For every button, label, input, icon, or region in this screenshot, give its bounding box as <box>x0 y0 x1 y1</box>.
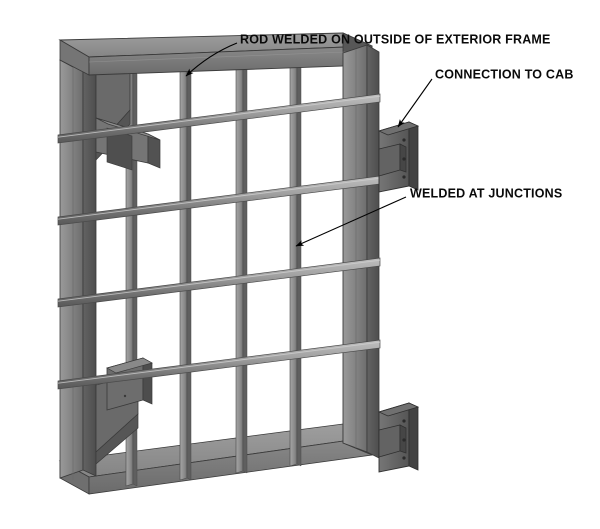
grate-assembly <box>57 32 420 495</box>
bracket-cab-lower[interactable] <box>377 402 420 473</box>
horizontal-rod-1 <box>57 93 381 144</box>
label-connection-to-cab: CONNECTION TO CAB <box>435 67 574 81</box>
label-rod-welded: ROD WELDED ON OUTSIDE OF EXTERIOR FRAME <box>240 32 551 46</box>
leader-line-rod-welded <box>185 42 238 77</box>
gusset-upper-left <box>95 61 161 171</box>
horizontal-rod-2 <box>57 175 381 226</box>
horizontal-rod-4 <box>57 339 381 390</box>
annotation-connection-to-cab: CONNECTION TO CAB <box>397 67 574 128</box>
bracket-cab-upper[interactable] <box>377 121 420 193</box>
leader-line-connection-to-cab <box>397 78 433 128</box>
annotation-rod-welded: ROD WELDED ON OUTSIDE OF EXTERIOR FRAME <box>185 32 551 77</box>
frame-top-rail <box>58 32 373 76</box>
horizontal-rod-3 <box>57 257 381 308</box>
leader-line-welded-at-junctions <box>295 196 407 247</box>
gusset-lower-left <box>95 357 153 465</box>
annotation-layer: ROD WELDED ON OUTSIDE OF EXTERIOR FRAME … <box>185 32 574 247</box>
frame-right-post <box>342 44 380 459</box>
grid-horizontal-rods <box>57 93 381 390</box>
annotation-welded-at-junctions: WELDED AT JUNCTIONS <box>295 186 562 247</box>
label-welded-at-junctions: WELDED AT JUNCTIONS <box>410 186 562 200</box>
frame-left-post <box>59 49 97 480</box>
